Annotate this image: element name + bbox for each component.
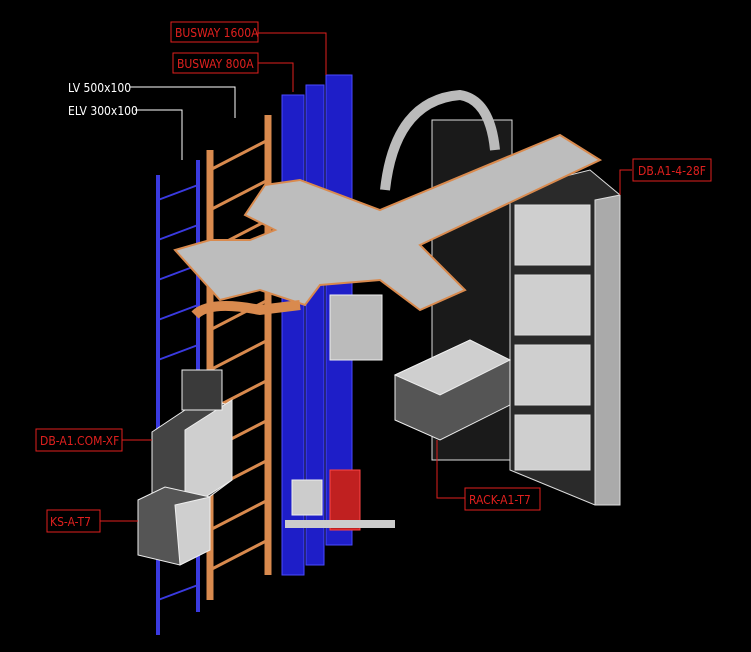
tray-to-ladder-bend: [191, 300, 301, 319]
label-lv-tray: LV 500x100: [68, 81, 131, 95]
label-rack: RACK-A1-T7: [469, 493, 531, 507]
label-busway-800a: BUSWAY 800A: [177, 57, 254, 71]
label-ks: KS-A-T7: [50, 515, 91, 529]
busway-tapoff: [285, 469, 395, 531]
label-db-floor: DB.A1-4-28F: [638, 164, 706, 178]
lv-cable-ladder: [206, 115, 272, 600]
label-db-com: DB-A1.COM-XF: [40, 434, 119, 448]
white-leaders: [130, 86, 236, 160]
label-elv-tray: ELV 300x100: [68, 104, 138, 118]
red-leaders: [100, 32, 632, 522]
horizontal-cable-tray: [173, 133, 603, 312]
flexible-conduit: [380, 89, 500, 191]
label-busway-1600a: BUSWAY 1600A: [175, 26, 259, 40]
panel-box: [329, 294, 383, 361]
com-distribution-board: [151, 369, 233, 516]
ks-box: [137, 486, 211, 566]
rack-box: [393, 339, 512, 441]
